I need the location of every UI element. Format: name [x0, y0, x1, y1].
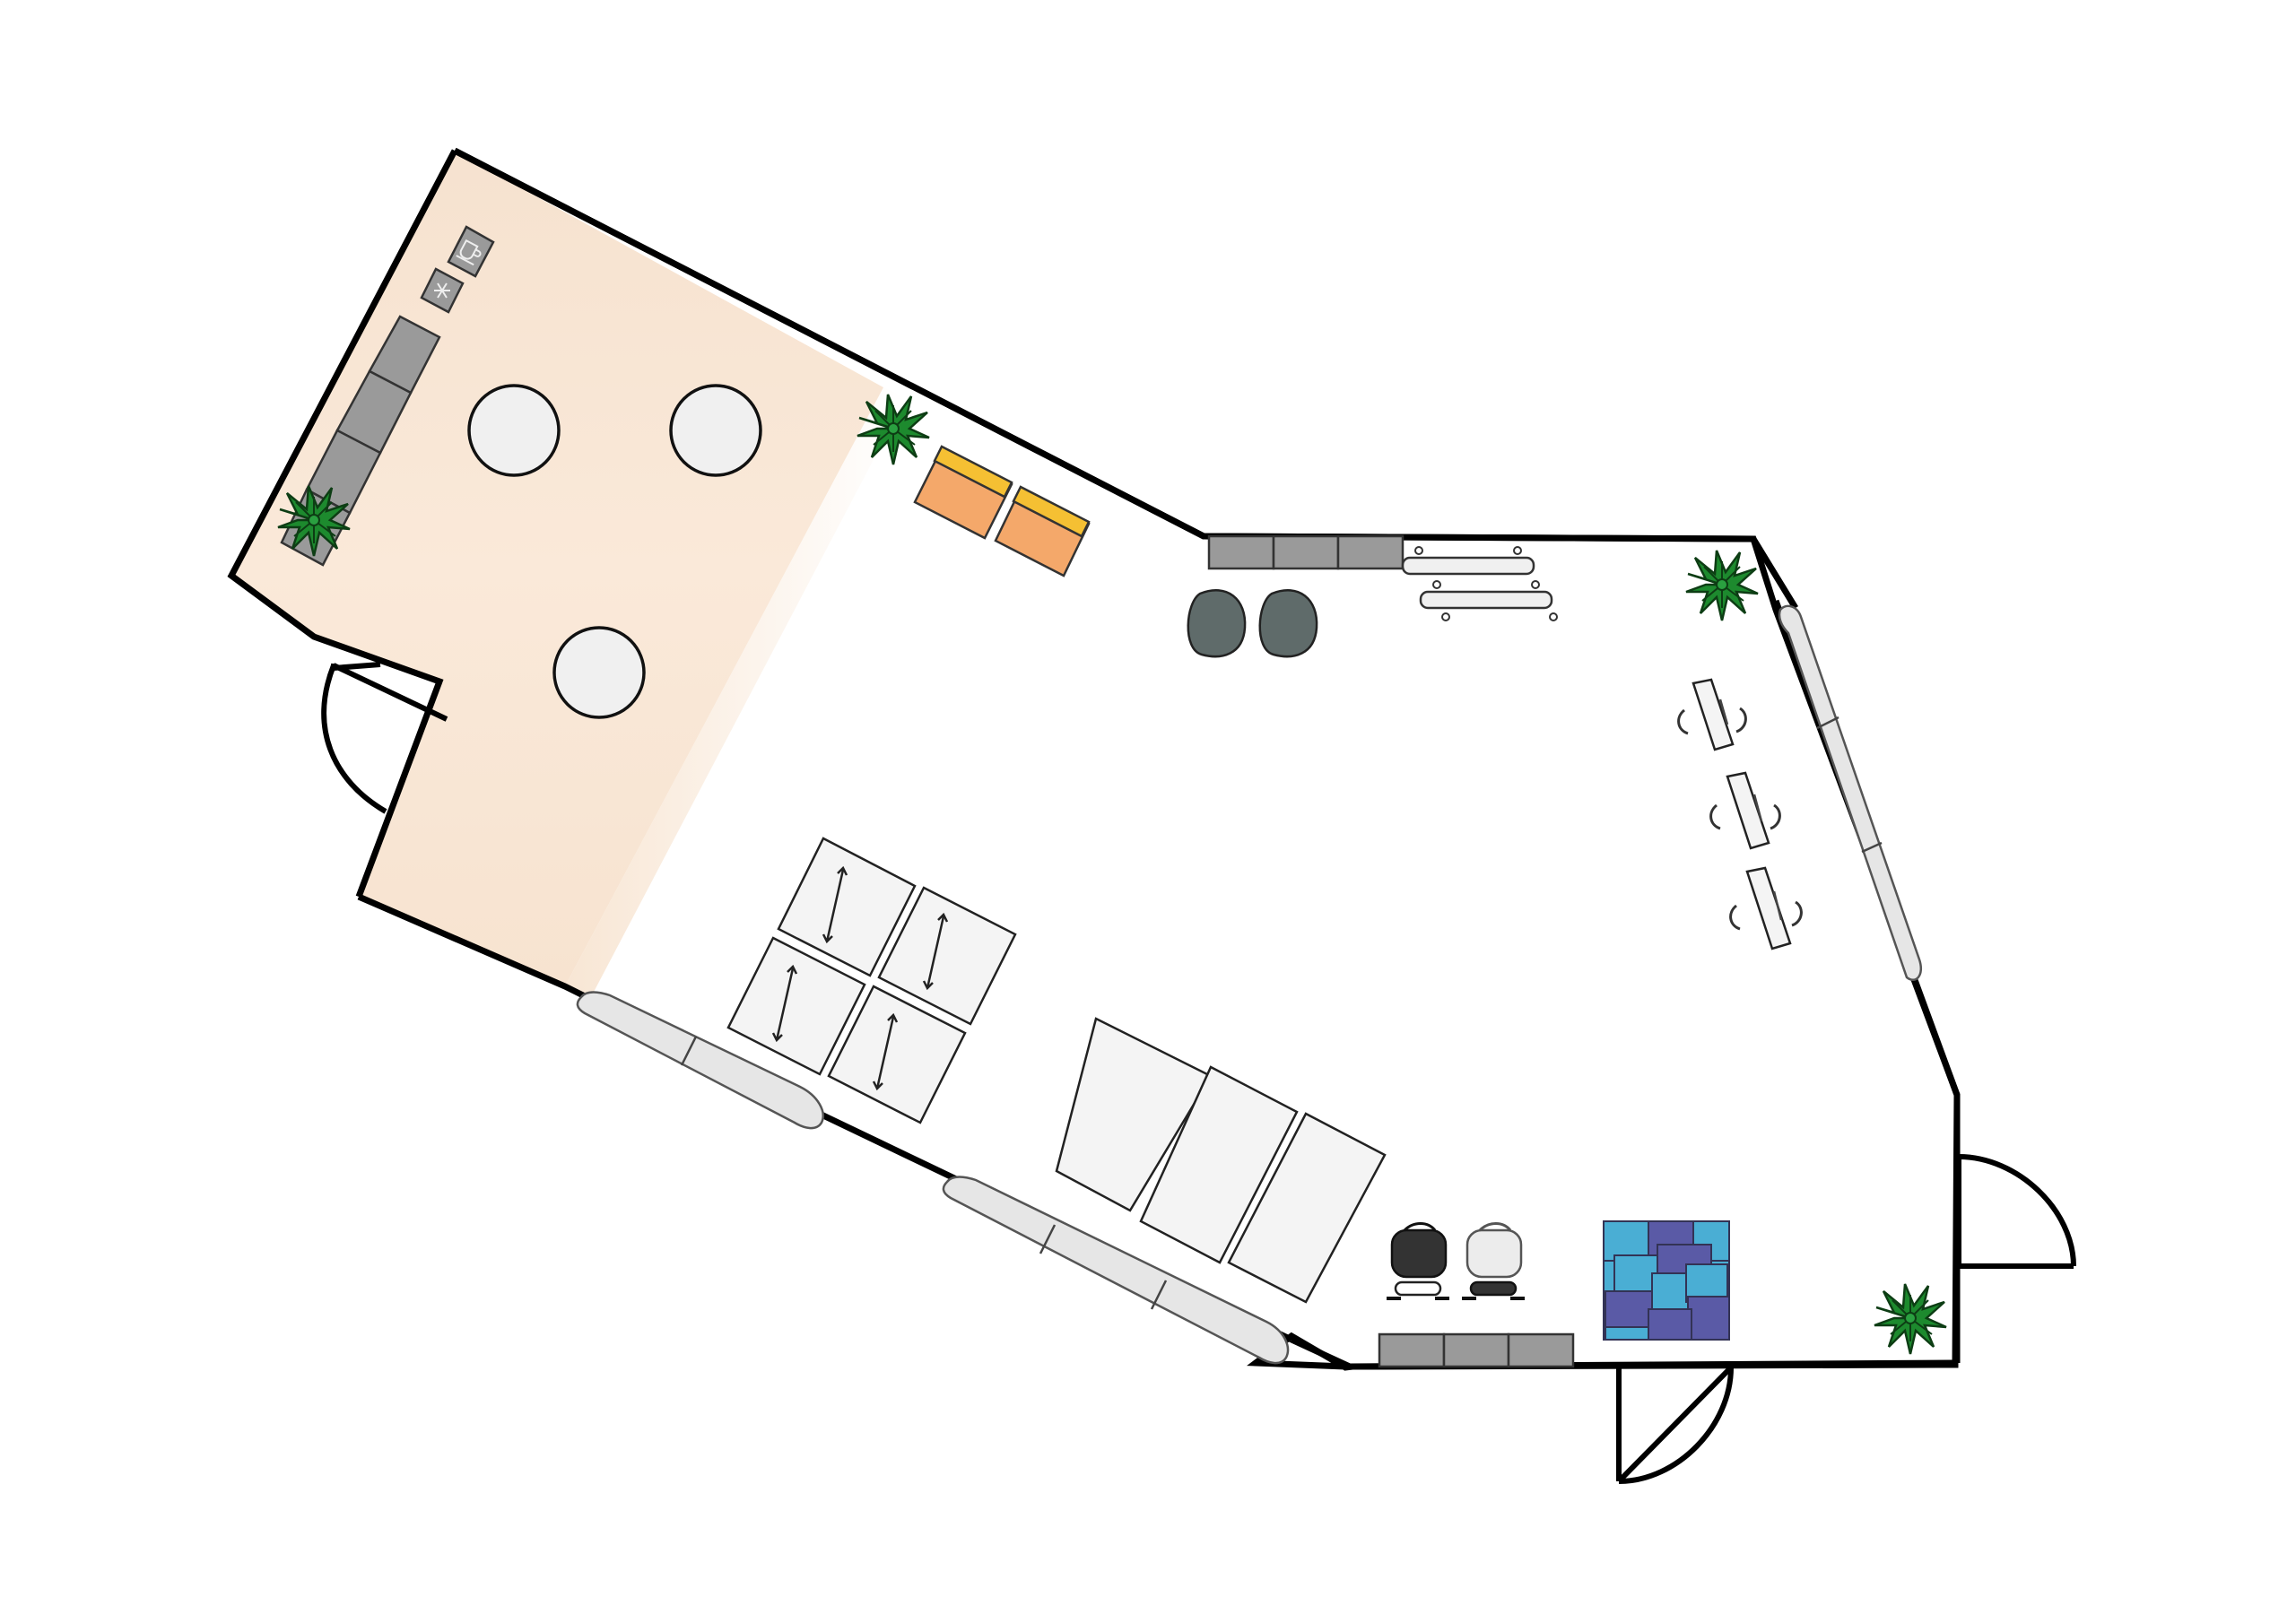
desk-station-3[interactable] [1729, 866, 1803, 950]
round-table-3[interactable] [552, 626, 646, 719]
outer-wall-east [1772, 599, 1961, 1363]
door-east[interactable] [1956, 1154, 2076, 1269]
arrow-up-down-icon [922, 912, 949, 991]
pouf-1[interactable] [1187, 589, 1247, 658]
lounge-floor-fade [565, 387, 906, 995]
standing-desk-1[interactable] [777, 837, 917, 977]
sofa-southwest-2[interactable] [942, 1176, 1290, 1365]
office-chair-white[interactable] [1462, 1222, 1525, 1300]
coffee-machine-icon [456, 239, 482, 266]
sofa-southwest-1[interactable] [576, 991, 824, 1130]
desk-station-1[interactable] [1677, 678, 1747, 751]
standing-desk-2[interactable] [877, 886, 1017, 1026]
round-table-1[interactable] [467, 384, 561, 477]
plant-icon [1873, 1282, 1948, 1356]
office-chair-black[interactable] [1387, 1222, 1449, 1300]
storage-north [1207, 534, 1405, 570]
arrow-up-down-icon [771, 964, 798, 1043]
arrow-up-down-icon [872, 1012, 899, 1091]
freezer-icon [434, 282, 450, 299]
round-table-2[interactable] [669, 384, 762, 477]
storage-south-3 [1507, 1332, 1575, 1368]
lounge-chair-1[interactable] [913, 445, 1013, 540]
lounge-floor [231, 151, 883, 986]
storage-south [1378, 1332, 1575, 1368]
worktable-3[interactable] [1227, 1112, 1387, 1304]
door-west[interactable] [321, 662, 448, 814]
desk-station-2[interactable] [1709, 771, 1781, 850]
outer-wall-north [453, 147, 1798, 610]
arrow-up-down-icon [822, 865, 848, 944]
storage-north-3 [1336, 534, 1405, 570]
carpet [1603, 1220, 1730, 1341]
outer-wall-west [227, 149, 458, 898]
freezer[interactable] [420, 267, 465, 314]
pouf-2[interactable] [1258, 589, 1318, 658]
standing-desk-3[interactable] [726, 936, 866, 1076]
worktable-1[interactable] [1055, 1017, 1213, 1212]
storage-north-1 [1207, 534, 1275, 570]
storage-south-2 [1442, 1332, 1510, 1368]
worktable-2[interactable] [1139, 1065, 1299, 1264]
bench-north[interactable] [1401, 546, 1558, 621]
sofa-east[interactable] [1778, 604, 1922, 982]
door-south[interactable] [1616, 1365, 1734, 1484]
coffee-machine[interactable] [447, 225, 495, 278]
storage-north-2 [1272, 534, 1340, 570]
standing-desk-4[interactable] [827, 985, 967, 1124]
storage-south-1 [1378, 1332, 1446, 1368]
plant-icon [1684, 549, 1760, 622]
lounge-chair-2[interactable] [994, 485, 1091, 577]
outer-wall-south [1290, 1336, 1958, 1370]
